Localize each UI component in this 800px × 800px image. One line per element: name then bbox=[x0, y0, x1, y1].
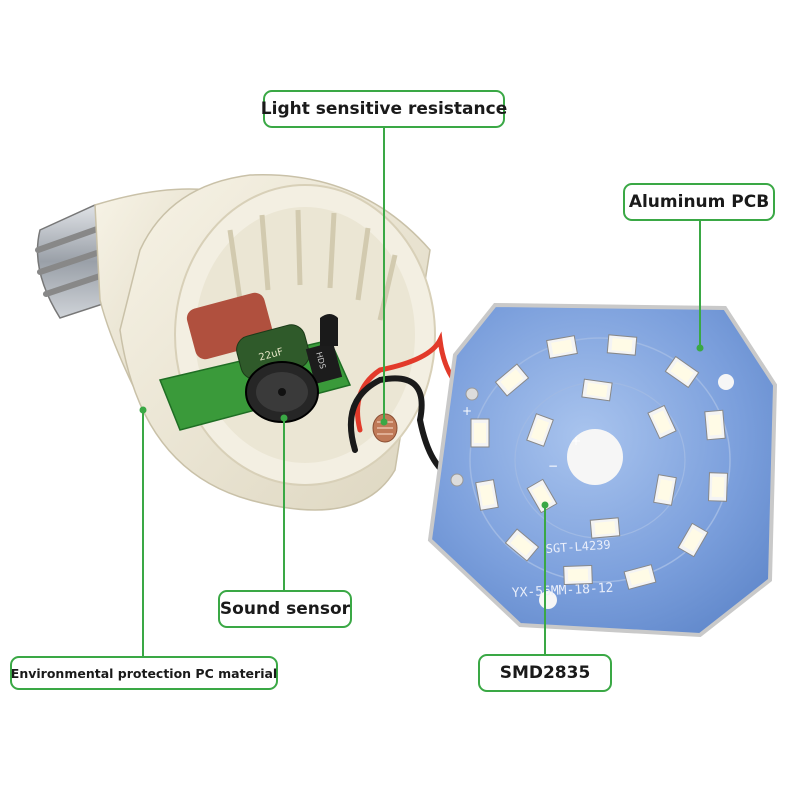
smd-led bbox=[526, 413, 554, 447]
environmental-material-label: Environmental protection PC material bbox=[10, 656, 278, 690]
smd-led bbox=[581, 378, 613, 402]
smd-led bbox=[526, 478, 558, 514]
pcb-size-text: YX-56MM-18-12 bbox=[511, 581, 613, 601]
smd-led bbox=[546, 335, 578, 359]
smd-led bbox=[494, 363, 530, 397]
wires bbox=[347, 331, 473, 481]
aluminum-pcb: + + − SGT-L4239 YX-56MM-18-12 bbox=[427, 302, 778, 638]
smd-led bbox=[475, 479, 499, 511]
pcb-model-text: SGT-L4239 bbox=[545, 537, 611, 556]
smd-led bbox=[677, 522, 709, 558]
callout-dots bbox=[139, 344, 704, 509]
pcb-plus-sign: + bbox=[462, 404, 472, 418]
smd-led bbox=[589, 517, 621, 539]
smd-led bbox=[653, 474, 677, 506]
smd-leds bbox=[470, 334, 729, 590]
smd-label: SMD2835 bbox=[478, 654, 612, 692]
smd-led bbox=[563, 564, 593, 586]
sound-sensor-label: Sound sensor bbox=[218, 590, 352, 628]
smd-led bbox=[504, 528, 540, 562]
callout-lines bbox=[142, 128, 701, 656]
smd-led bbox=[664, 355, 700, 389]
microphone bbox=[245, 361, 319, 423]
smd-led bbox=[470, 418, 490, 448]
smd-led bbox=[707, 472, 729, 502]
aluminum-pcb-label: Aluminum PCB bbox=[623, 183, 775, 221]
smd-led bbox=[606, 334, 638, 356]
smd-led bbox=[704, 409, 726, 441]
pcb-minus-sign: − bbox=[548, 459, 558, 473]
smd-led bbox=[647, 404, 677, 440]
pcb-plus-sign-inner: + bbox=[571, 434, 581, 448]
smd-led bbox=[623, 564, 657, 590]
ic-text: HDS bbox=[314, 351, 327, 370]
light-sensitive-resistance-label: Light sensitive resistance bbox=[261, 90, 507, 128]
